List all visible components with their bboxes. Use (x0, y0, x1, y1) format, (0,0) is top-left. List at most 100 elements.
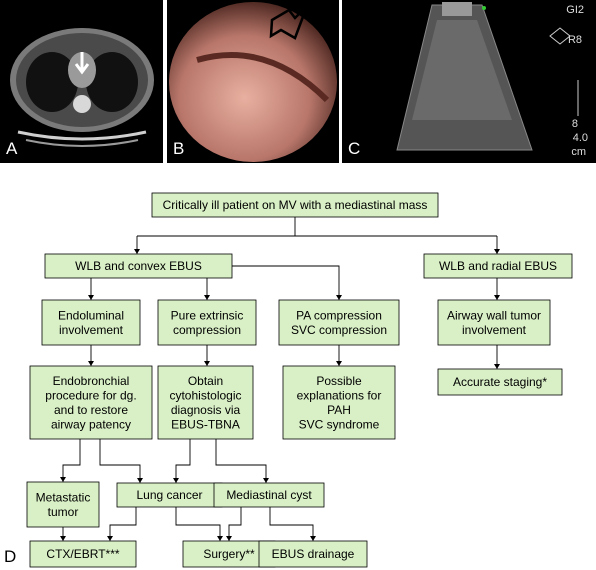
node-label: cytohistologic (169, 388, 241, 402)
flowchart-nodes: Critically ill patient on MV with a medi… (26, 192, 573, 568)
edge-lung-to-surgery (175, 507, 221, 541)
node-label: Lung cancer (136, 488, 202, 502)
node-label: Endobronchial (53, 374, 130, 388)
edge-lung-to-ctx (109, 507, 137, 541)
node-box (423, 253, 573, 279)
node-label: Surgery** (203, 547, 255, 561)
node-label: WLB and radial EBUS (439, 259, 557, 273)
scale-label-cm-value: 4.0 (572, 132, 588, 144)
edge-cyst-to-drainage-arrowhead (310, 536, 316, 541)
edge-cyst-to-surgery-arrowhead (226, 536, 232, 541)
node-box (157, 365, 254, 440)
edge-obtain-to-lung-arrowhead (173, 478, 179, 483)
node-label: Critically ill patient on MV with a medi… (163, 198, 428, 212)
edge-to-wlb-convex-arrowhead (134, 249, 140, 254)
edge-endobronchial-to-lung-arrowhead (137, 478, 143, 483)
edge-cyst-to-surgery (228, 507, 242, 541)
node-label: involvement (462, 323, 527, 337)
node-label: Endoluminal (58, 308, 124, 322)
node-label: PA compression (296, 308, 382, 322)
node-box (437, 299, 551, 346)
edge-convex-to-pa-arrowhead (336, 295, 342, 300)
node-root: Critically ill patient on MV with a medi… (151, 192, 439, 218)
edge-to-wlb-radial-arrowhead (494, 249, 500, 254)
node-box (282, 365, 396, 440)
node-box (437, 368, 563, 396)
edge-endobronchial-to-lung (99, 439, 141, 483)
edge-endobronchial-to-metastatic (62, 439, 81, 482)
node-label: SVC syndrome (299, 417, 380, 431)
node-wlb-convex: WLB and convex EBUS (44, 253, 233, 279)
node-label: Pure extrinsic (171, 308, 244, 322)
node-lung-cancer: Lung cancer (116, 482, 223, 508)
node-label: Mediastinal cyst (226, 488, 312, 502)
edge-extrinsic-to-obtain-arrowhead (204, 361, 210, 366)
node-label: airway patency (51, 417, 131, 431)
node-label: Accurate staging* (453, 375, 547, 389)
node-label: procedure for dg. (45, 388, 136, 402)
ultrasound-graphic (342, 0, 596, 163)
panel-a-ct-image: A (0, 0, 163, 163)
node-label: compression (173, 323, 241, 337)
node-label: diagnosis via (171, 403, 241, 417)
edge-convex-to-pa (232, 265, 340, 300)
panel-a-letter: A (6, 139, 18, 158)
panel-d-letter: D (4, 547, 17, 566)
edge-convex-to-endoluminal-arrowhead (88, 295, 94, 300)
node-box (26, 481, 100, 528)
panel-c-letter: C (348, 139, 361, 158)
node-ebus-drainage: EBUS drainage (258, 540, 368, 568)
node-label: PAH (327, 403, 351, 417)
node-label: Metastatic (36, 490, 91, 504)
node-label: Possible (316, 374, 362, 388)
panel-c-ultrasound-image: C GI2 R8 8 4.0 cm (342, 0, 596, 163)
node-ctx: CTX/EBRT*** (29, 540, 137, 568)
node-label: and to restore (54, 403, 128, 417)
node-box (213, 482, 325, 508)
node-box (29, 540, 137, 568)
node-label: tumor (48, 505, 79, 519)
edge-convex-to-extrinsic-arrowhead (204, 295, 210, 300)
edge-airway-to-accurate-arrowhead (494, 364, 500, 369)
node-wlb-radial: WLB and radial EBUS (423, 253, 573, 279)
node-box (44, 253, 233, 279)
node-box (151, 192, 439, 218)
node-accurate: Accurate staging* (437, 368, 563, 396)
edge-obtain-to-lung (175, 439, 191, 483)
edge-pa-to-possible-arrowhead (336, 361, 342, 366)
edge-metastatic-to-ctx-arrowhead (60, 536, 66, 541)
node-box (29, 365, 153, 440)
node-label: explanations for (297, 388, 382, 402)
edge-lung-to-surgery-arrowhead (217, 536, 223, 541)
node-box (258, 540, 368, 568)
edge-obtain-to-cyst (215, 439, 267, 483)
ct-scan-graphic (0, 0, 163, 163)
node-label: CTX/EBRT*** (46, 547, 119, 561)
panel-b-bronchoscopy-image: B (167, 0, 339, 163)
edge-lung-to-ctx-arrowhead (107, 536, 113, 541)
edge-cyst-to-drainage (269, 507, 314, 541)
panel-b-letter: B (173, 139, 185, 158)
edge-radial-to-airway-arrowhead (494, 295, 500, 300)
node-mediastinal-cyst: Mediastinal cyst (213, 482, 325, 508)
edge-endoluminal-to-endobronchial-arrowhead (88, 361, 94, 366)
node-box (41, 299, 141, 346)
node-box (278, 299, 400, 346)
node-label: Obtain (188, 374, 223, 388)
node-label: Airway wall tumor (447, 308, 541, 322)
edge-obtain-to-cyst-arrowhead (263, 478, 269, 483)
node-box (157, 299, 257, 346)
scale-label-gi2: GI2 (566, 4, 584, 16)
node-label: EBUS drainage (272, 547, 355, 561)
scale-label-depth: 8 (571, 118, 578, 130)
scale-label-r8: R8 (567, 34, 582, 46)
arrow-indicator-icon (269, 5, 309, 40)
